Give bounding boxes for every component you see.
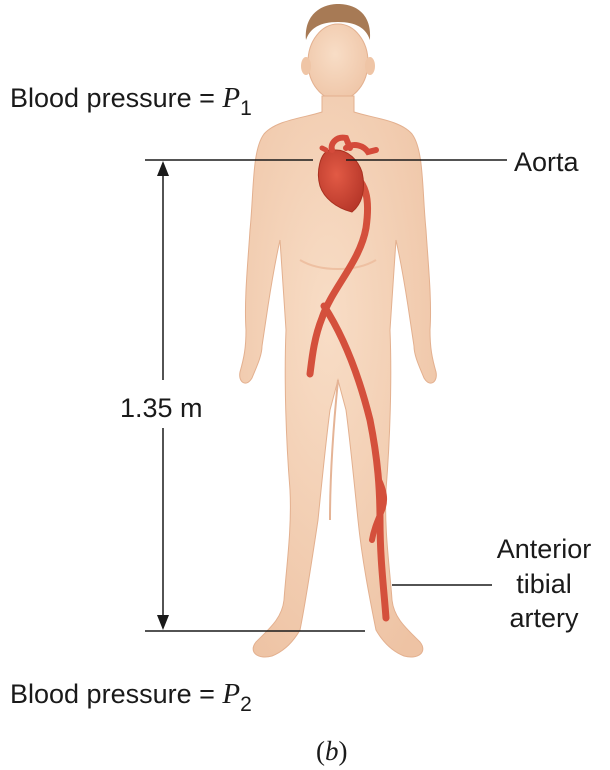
distance-label: 1.35 m [120, 395, 203, 422]
figure-caption: (b) [316, 738, 348, 765]
p2-subscript: 2 [240, 693, 252, 716]
anterior-label-line-2: tibial [484, 567, 604, 602]
p1-variable: P [222, 82, 240, 114]
p1-prefix: Blood pressure = [10, 83, 222, 113]
arrow-down [157, 615, 169, 630]
arrow-up [157, 161, 169, 176]
anterior-label-line-1: Anterior [484, 532, 604, 567]
p2-variable: P [222, 678, 240, 710]
head [308, 24, 368, 100]
caption-open-paren: ( [316, 736, 325, 766]
p2-prefix: Blood pressure = [10, 679, 222, 709]
p1-subscript: 1 [240, 97, 252, 120]
anterior-label-line-3: artery [484, 601, 604, 636]
caption-letter: b [325, 736, 339, 766]
blood-pressure-p1-label: Blood pressure = P1 [10, 84, 252, 113]
blood-pressure-p2-label: Blood pressure = P2 [10, 680, 252, 709]
aorta-label: Aorta [514, 149, 579, 176]
anterior-tibial-artery-label: Anterior tibial artery [484, 532, 604, 636]
caption-close-paren: ) [339, 736, 348, 766]
